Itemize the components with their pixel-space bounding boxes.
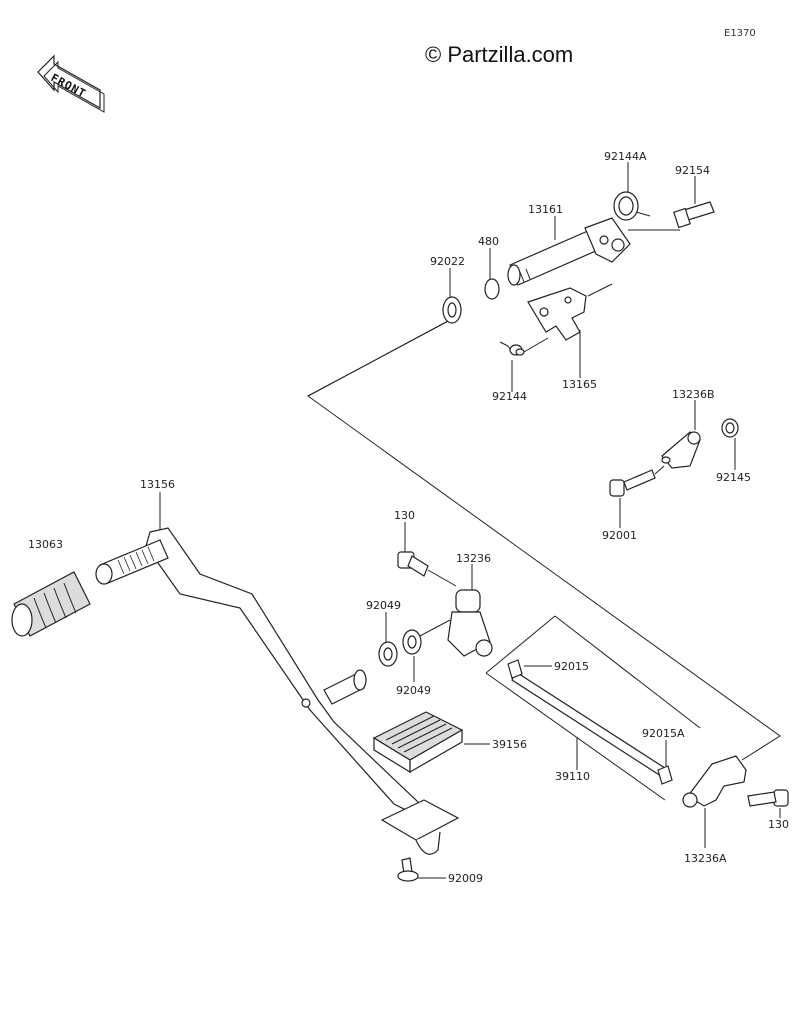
plate-13165 <box>527 287 587 341</box>
shift-pedal-13156 <box>95 527 460 855</box>
label-92009: 92009 <box>448 872 483 885</box>
label-92022: 92022 <box>430 255 465 268</box>
shift-shaft-assembly <box>442 191 715 356</box>
label-92144: 92144 <box>492 390 527 403</box>
label-13165: 13165 <box>562 378 597 391</box>
diagram-code: E1370 <box>724 28 756 39</box>
label-13236B: 13236B <box>672 388 715 401</box>
spring-92144 <box>499 341 525 356</box>
label-13063: 13063 <box>28 538 63 551</box>
label-13236A: 13236A <box>684 852 727 865</box>
label-130-right: 130 <box>768 818 789 831</box>
label-92001: 92001 <box>602 529 637 542</box>
shaft-13161 <box>507 217 631 286</box>
lever-13236 <box>447 589 493 657</box>
nut-92015 <box>507 659 523 679</box>
link-13236B-group <box>609 418 739 497</box>
label-39156: 39156 <box>492 738 527 751</box>
bolt-130-top <box>397 551 429 577</box>
label-13156: 13156 <box>140 478 175 491</box>
rod-39110 <box>511 671 669 779</box>
label-13236: 13236 <box>456 552 491 565</box>
label-92015A: 92015A <box>642 727 685 740</box>
rod-39110-group <box>507 659 673 785</box>
lever-13236-group <box>378 551 493 667</box>
rubber-39156 <box>372 711 464 774</box>
lever-13236A-group <box>682 755 789 808</box>
spring-92144A <box>613 191 651 221</box>
label-92154: 92154 <box>675 164 710 177</box>
label-39110: 39110 <box>555 770 590 783</box>
rubber-13063 <box>11 571 91 637</box>
label-92144A: 92144A <box>604 150 647 163</box>
watermark-text: © Partzilla.com <box>425 42 573 67</box>
bolt-92001 <box>609 469 656 497</box>
label-92145: 92145 <box>716 471 751 484</box>
pin-92154 <box>673 201 715 229</box>
label-92015: 92015 <box>554 660 589 673</box>
label-92049-a: 92049 <box>366 599 401 612</box>
label-13161: 13161 <box>528 203 563 216</box>
nut-92015A <box>657 765 673 785</box>
label-92049-b: 92049 <box>396 684 431 697</box>
leader-lines <box>159 162 781 879</box>
reference-lines <box>307 319 781 801</box>
bolt-130-right <box>747 789 789 807</box>
part-labels: 92144A 92154 13161 480 92022 92144 13165… <box>28 150 789 885</box>
label-130-top: 130 <box>394 509 415 522</box>
front-arrow-icon: FRONT <box>37 54 105 113</box>
label-480: 480 <box>478 235 499 248</box>
bolt-92009 <box>397 857 419 882</box>
circlip-480 <box>484 278 500 300</box>
